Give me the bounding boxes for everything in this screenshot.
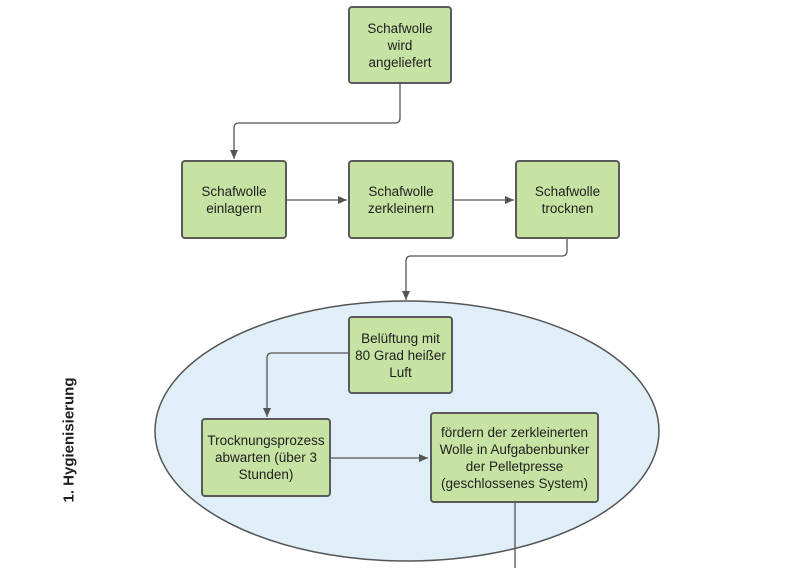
node-foerdern: fördern der zerkleinerten Wolle in Aufga… — [430, 412, 599, 503]
arrow-angeliefert-to-einlagern — [230, 84, 401, 159]
node-belueftung: Belüftung mit 80 Grad heißer Luft — [348, 316, 453, 394]
section-label-hygienisierung: 1. Hygienisierung — [60, 377, 78, 503]
node-trocknungsprozess: Trocknungsprozess abwarten (über 3 Stund… — [201, 418, 331, 497]
arrow-trocknen-to-ellipse — [402, 239, 568, 300]
node-schafwolle-zerkleinern: Schafwolle zerkleinern — [348, 160, 454, 239]
node-schafwolle-trocknen: Schafwolle trocknen — [515, 160, 620, 239]
node-schafwolle-einlagern: Schafwolle einlagern — [181, 160, 287, 239]
node-schafwolle-angeliefert: Schafwolle wird angeliefert — [348, 6, 452, 84]
arrow-belueftung-to-trocknungsprozess — [263, 352, 348, 417]
